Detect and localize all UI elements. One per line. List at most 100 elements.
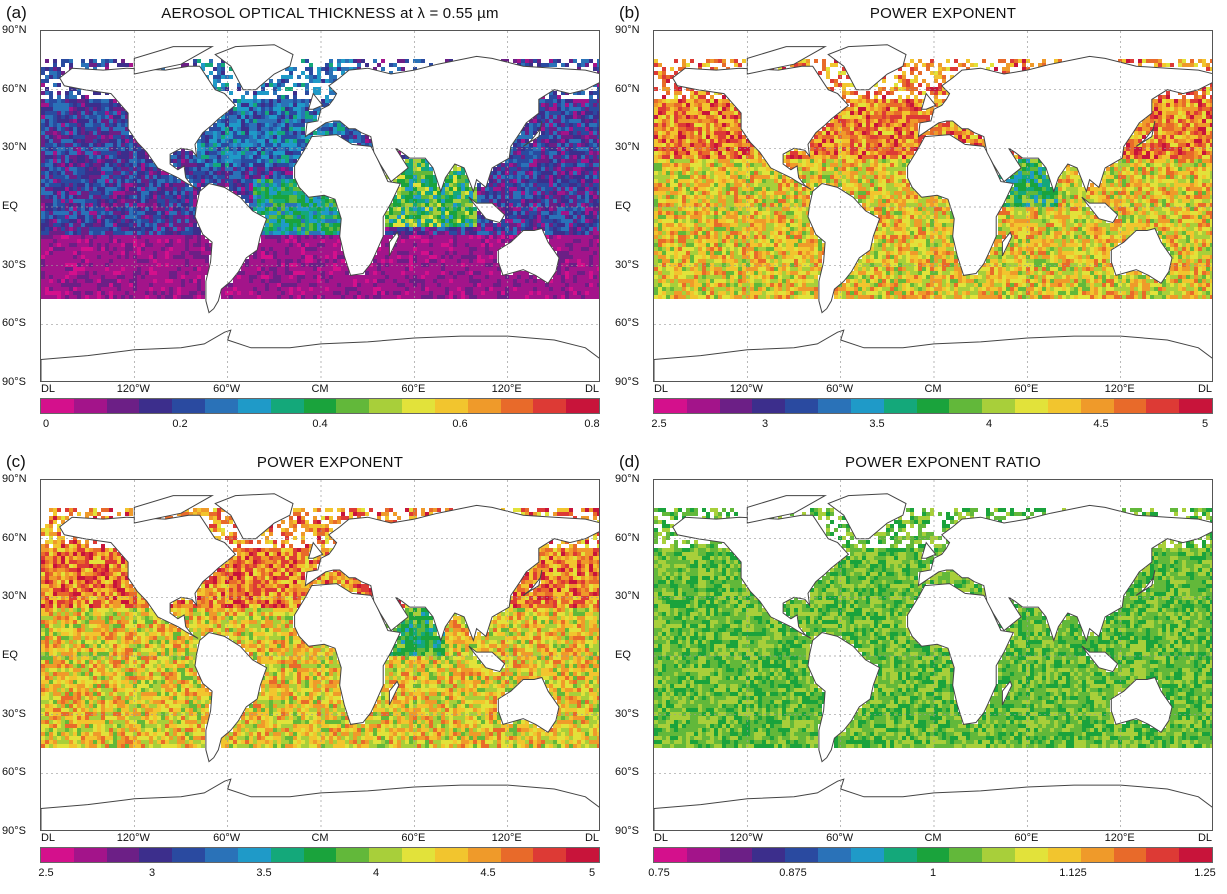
- longitude-label: 120°W: [730, 383, 763, 395]
- latitude-label: 60°S: [2, 317, 38, 329]
- longitude-label: DL: [585, 383, 599, 395]
- world-map: [40, 30, 600, 382]
- colorbar-swatch: [205, 848, 238, 862]
- latitude-label: 90°N: [2, 473, 38, 485]
- colorbar-swatch: [884, 848, 917, 862]
- coastline: [41, 330, 600, 382]
- colorbar-swatch: [238, 399, 271, 413]
- latitude-label: 30°N: [615, 590, 651, 602]
- longitude-label: 120°W: [117, 832, 150, 844]
- colorbar-swatch: [435, 399, 468, 413]
- latitude-label: EQ: [615, 649, 651, 661]
- panel-label: (d): [619, 452, 640, 472]
- longitude-label: 60°E: [401, 832, 425, 844]
- colorbar-swatch: [720, 399, 753, 413]
- longitude-label: 120°E: [492, 832, 522, 844]
- colorbar: [653, 847, 1213, 863]
- longitude-label: 120°E: [1105, 383, 1135, 395]
- longitude-label: CM: [311, 383, 328, 395]
- colorbar-swatch: [501, 399, 534, 413]
- colorbar-swatch: [1179, 848, 1212, 862]
- longitude-label: DL: [585, 832, 599, 844]
- colorbar-swatch: [818, 848, 851, 862]
- panel-a: (a) AEROSOL OPTICAL THICKNESS at λ = 0.5…: [0, 0, 600, 445]
- longitude-label: DL: [654, 383, 668, 395]
- panel-label: (a): [6, 3, 27, 23]
- colorbar-tick-label: 4.5: [1093, 418, 1108, 430]
- colorbar-swatch: [336, 848, 369, 862]
- colorbar-tick-label: 1.25: [1194, 867, 1215, 879]
- longitude-label: 120°E: [1105, 832, 1135, 844]
- colorbar-swatch: [1081, 399, 1114, 413]
- panel-title: POWER EXPONENT: [60, 454, 600, 471]
- colorbar-swatch: [1114, 848, 1147, 862]
- colorbar-swatch: [205, 399, 238, 413]
- colorbar-swatch: [271, 848, 304, 862]
- colorbar-swatch: [172, 399, 205, 413]
- colorbar-tick-label: 0.4: [312, 418, 327, 430]
- colorbar-swatch: [982, 848, 1015, 862]
- latitude-label: EQ: [2, 649, 38, 661]
- latitude-label: 30°N: [2, 590, 38, 602]
- latitude-label: 90°S: [2, 825, 38, 837]
- colorbar-swatch: [687, 399, 720, 413]
- colorbar-swatch: [501, 848, 534, 862]
- colorbar-tick-label: 3.5: [869, 418, 884, 430]
- colorbar-swatch: [139, 399, 172, 413]
- colorbar-swatch: [369, 399, 402, 413]
- colorbar-swatch: [107, 399, 140, 413]
- colorbar-swatch: [654, 399, 687, 413]
- panel-title: AEROSOL OPTICAL THICKNESS at λ = 0.55 µm: [60, 5, 600, 22]
- colorbar-swatch: [1048, 399, 1081, 413]
- colorbar-swatch: [884, 399, 917, 413]
- colorbar-swatch: [74, 848, 107, 862]
- world-map: [653, 30, 1213, 382]
- longitude-label: 60°E: [1014, 383, 1038, 395]
- latitude-label: 90°N: [615, 473, 651, 485]
- colorbar-swatch: [369, 848, 402, 862]
- colorbar-tick-label: 0.75: [648, 867, 669, 879]
- colorbar-swatch: [720, 848, 753, 862]
- colorbar: [40, 847, 600, 863]
- colorbar-swatch: [468, 848, 501, 862]
- colorbar-swatch: [41, 848, 74, 862]
- colorbar-swatch: [851, 848, 884, 862]
- latitude-label: 60°N: [2, 83, 38, 95]
- colorbar-swatch: [1146, 848, 1179, 862]
- latitude-label: 30°N: [615, 141, 651, 153]
- longitude-label: DL: [654, 832, 668, 844]
- colorbar-tick-label: 0.6: [452, 418, 467, 430]
- colorbar-swatch: [982, 399, 1015, 413]
- colorbar-swatch: [271, 399, 304, 413]
- colorbar-swatch: [1015, 399, 1048, 413]
- latitude-label: 30°S: [615, 708, 651, 720]
- longitude-label: DL: [41, 832, 55, 844]
- colorbar-swatch: [533, 848, 566, 862]
- coastline: [309, 94, 323, 110]
- latitude-label: 90°S: [615, 825, 651, 837]
- longitude-label: 60°W: [213, 383, 240, 395]
- latitude-label: 60°N: [615, 83, 651, 95]
- colorbar-swatch: [917, 399, 950, 413]
- colorbar-swatch: [139, 848, 172, 862]
- longitude-label: 60°W: [213, 832, 240, 844]
- latitude-label: 60°S: [615, 317, 651, 329]
- coastline: [654, 330, 1213, 382]
- colorbar-swatch: [818, 399, 851, 413]
- longitude-label: DL: [1198, 832, 1212, 844]
- colorbar-swatch: [566, 848, 599, 862]
- longitude-label: DL: [41, 383, 55, 395]
- colorbar-swatch: [785, 399, 818, 413]
- colorbar-swatch: [435, 848, 468, 862]
- map-svg: [41, 31, 600, 382]
- latitude-label: EQ: [2, 200, 38, 212]
- colorbar-tick-label: 5: [589, 867, 595, 879]
- longitude-label: 120°W: [730, 832, 763, 844]
- colorbar-swatch: [949, 848, 982, 862]
